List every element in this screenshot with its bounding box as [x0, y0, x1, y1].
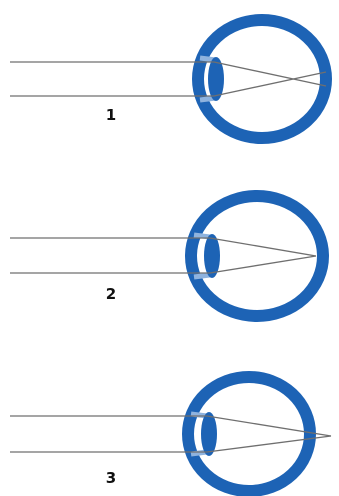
- diagram-label-2: 2: [106, 285, 116, 303]
- lens-3: [201, 412, 217, 456]
- iris-lower-2: [194, 275, 210, 277]
- diagram-label-3: 3: [106, 469, 116, 487]
- eye-diagram-1: 1: [10, 20, 326, 138]
- eye-diagram-2: 2: [10, 196, 323, 316]
- iris-upper-2: [194, 235, 210, 237]
- diagram-label-1: 1: [106, 106, 116, 124]
- eye-diagram-3: 3: [10, 377, 331, 491]
